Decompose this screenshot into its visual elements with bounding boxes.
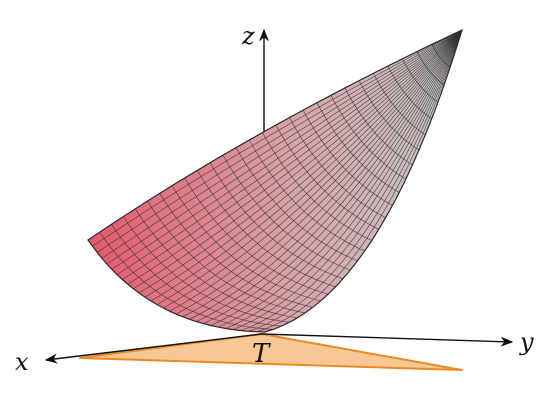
mesh-line-v [262,132,372,241]
surface-mesh [92,29,463,332]
mesh-line-v [111,224,282,327]
surface-patch [88,30,462,332]
y-axis [261,333,514,347]
mesh-line-v [99,232,274,330]
mesh-line-v [289,117,386,218]
mesh-line-v [123,216,290,323]
mesh-line-v [159,193,313,308]
z-axis-label: z [241,22,255,50]
mesh-line-v [446,37,457,50]
mesh-line-v [330,95,407,180]
mesh-line-v [248,139,365,252]
mesh-line-v [402,58,439,103]
mesh-line-v [147,200,306,314]
y-axis-label: y [519,328,534,356]
mesh-line-v [184,177,329,295]
mesh-line-v [373,73,426,136]
mesh-line-v [431,44,451,68]
mesh-line-v [222,154,351,271]
x-axis-label: x [15,348,29,376]
x-axis [44,333,263,364]
mesh-line-v [302,109,393,206]
mesh-line-v [235,147,358,262]
mesh-line-v [171,185,321,302]
mesh-line-v [416,51,445,86]
region-t [79,333,463,371]
mesh-line-v [344,87,413,166]
mesh-line-v [358,80,420,151]
mesh-line-v [209,162,344,280]
mesh-line-v [135,208,298,319]
mesh-line-v [197,170,336,288]
mesh-line-v [387,65,432,120]
region-t-label: T [252,339,271,369]
mesh-line-v [275,124,379,230]
mesh-line-v [316,102,400,193]
surface-outline [87,28,463,333]
